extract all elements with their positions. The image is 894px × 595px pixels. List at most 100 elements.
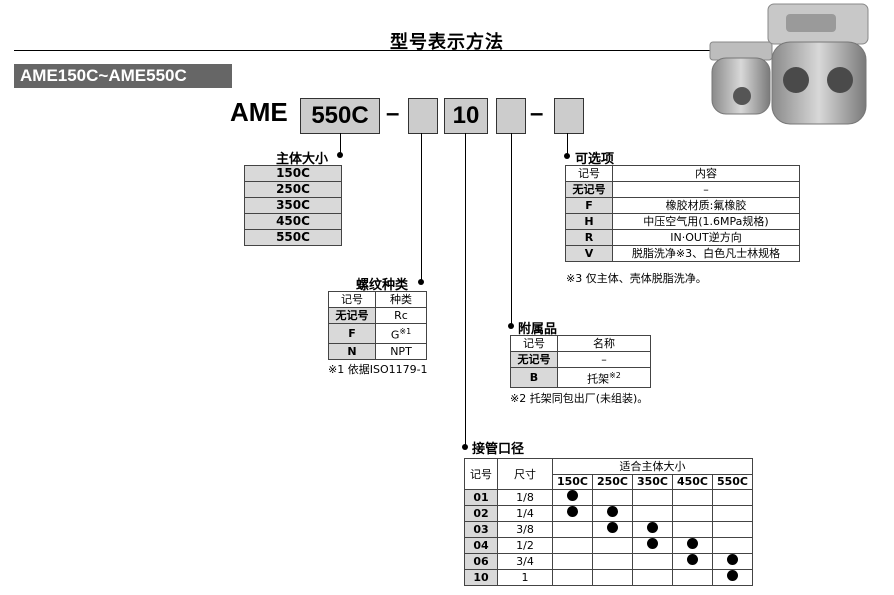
- connector-line: [421, 133, 422, 281]
- fit-dot-icon: [727, 554, 738, 565]
- body-size-item: 150C: [244, 165, 342, 182]
- fit-cell: [592, 569, 633, 586]
- accessory-code-box: [496, 98, 526, 134]
- fit-dot-icon: [727, 570, 738, 581]
- connection-code-box: 10: [444, 98, 488, 134]
- options-note: ※3 仅主体、壳体脱脂洗净。: [566, 272, 707, 285]
- option-code-box: [554, 98, 584, 134]
- fit-cell: [592, 553, 633, 570]
- connection-size: 1/4: [497, 505, 553, 522]
- fit-cell: [632, 521, 673, 538]
- table-header: 尺寸: [497, 458, 553, 490]
- connection-code: 01: [464, 489, 498, 506]
- connection-size: 3/4: [497, 553, 553, 570]
- table-header: 记号: [510, 335, 558, 352]
- connection-size: 1/8: [497, 489, 553, 506]
- fit-cell: [712, 537, 753, 554]
- fit-dot-icon: [567, 506, 578, 517]
- fit-cell: [672, 569, 713, 586]
- fit-cell: [712, 553, 753, 570]
- table-row: 无记号–: [565, 181, 800, 198]
- connection-code: 04: [464, 537, 498, 554]
- product-image: [709, 3, 869, 125]
- fit-cell: [712, 521, 753, 538]
- connection-title: 接管口径: [472, 442, 525, 457]
- table-header: 记号: [464, 458, 498, 490]
- options-title: 可选项: [575, 152, 615, 167]
- fit-cell: [552, 505, 593, 522]
- table-header: 内容: [612, 165, 800, 182]
- table-row: 无记号–: [510, 351, 651, 368]
- connector-line: [567, 133, 568, 157]
- table-header: 适合主体大小: [552, 458, 753, 475]
- fit-cell: [552, 537, 593, 554]
- fit-cell: [592, 537, 633, 554]
- code-dash: –: [386, 100, 400, 127]
- connector-dot: [337, 152, 343, 158]
- fit-cell: [632, 537, 673, 554]
- code-prefix: AME: [230, 97, 288, 127]
- connection-code: 06: [464, 553, 498, 570]
- fit-cell: [712, 569, 753, 586]
- body-size-table: 150C 250C 350C 450C 550C: [244, 165, 342, 246]
- fit-dot-icon: [687, 554, 698, 565]
- fit-cell: [672, 489, 713, 506]
- connection-table: 记号 尺寸 适合主体大小 150C 250C 350C 450C 550C 01…: [464, 458, 753, 586]
- page-title: 型号表示方法: [390, 32, 504, 53]
- fit-dot-icon: [607, 522, 618, 533]
- connection-size: 3/8: [497, 521, 553, 538]
- body-size-item: 450C: [244, 213, 342, 230]
- connector-line: [465, 133, 466, 446]
- accessory-title: 附属品: [518, 322, 558, 337]
- connection-code: 03: [464, 521, 498, 538]
- connector-dot: [418, 279, 424, 285]
- connector-dot: [462, 444, 468, 450]
- fit-dot-icon: [647, 538, 658, 549]
- code-dash: –: [530, 100, 544, 127]
- table-header: 名称: [557, 335, 651, 352]
- thread-note: ※1 依据ISO1179-1: [328, 363, 428, 376]
- table-header: 记号: [328, 291, 376, 308]
- fit-dot-icon: [647, 522, 658, 533]
- connection-size: 1: [497, 569, 553, 586]
- connector-line: [511, 133, 512, 325]
- size-code-box: 550C: [300, 98, 380, 134]
- connection-code: 02: [464, 505, 498, 522]
- connection-size: 1/2: [497, 537, 553, 554]
- fit-cell: [672, 553, 713, 570]
- thread-type-title: 螺纹种类: [356, 278, 409, 293]
- table-header: 记号: [565, 165, 613, 182]
- connection-code: 10: [464, 569, 498, 586]
- fit-cell: [552, 521, 593, 538]
- fit-cell: [672, 521, 713, 538]
- fit-cell: [632, 569, 673, 586]
- connector-line: [340, 133, 341, 155]
- fit-cell: [632, 505, 673, 522]
- body-size-item: 550C: [244, 229, 342, 246]
- fit-dot-icon: [567, 490, 578, 501]
- fit-cell: [592, 489, 633, 506]
- fit-cell: [672, 505, 713, 522]
- model-range-bar: AME150C~AME550C: [14, 64, 232, 88]
- fit-cell: [592, 521, 633, 538]
- fit-dot-icon: [607, 506, 618, 517]
- fit-cell: [672, 537, 713, 554]
- fit-cell: [712, 489, 753, 506]
- body-size-item: 350C: [244, 197, 342, 214]
- accessory-note: ※2 托架同包出厂(未组装)。: [510, 392, 649, 405]
- thread-code-box: [408, 98, 438, 134]
